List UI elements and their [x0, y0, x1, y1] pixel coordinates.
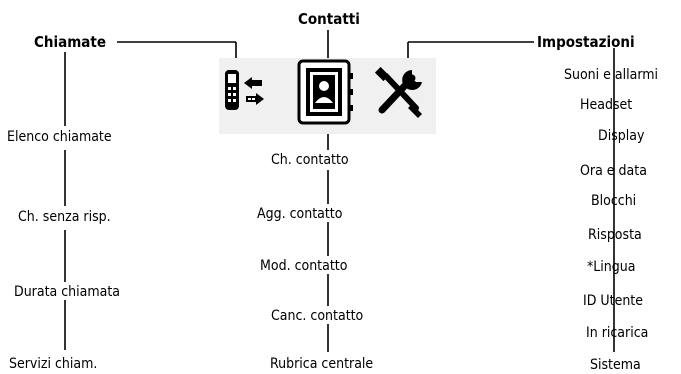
contact-book-icon[interactable] — [297, 59, 355, 131]
menu-item-id-utente[interactable]: ID Utente — [583, 293, 643, 309]
menu-item-suoni-e-allarmi[interactable]: Suoni e allarmi — [564, 67, 659, 83]
menu-item-lingua[interactable]: *Lingua — [587, 259, 636, 275]
chiamate-header: Chiamate — [34, 33, 107, 51]
menu-item-ora-e-data[interactable]: Ora e data — [580, 163, 647, 179]
menu-item-mod-contatto[interactable]: Mod. contatto — [260, 258, 348, 274]
menu-item-canc-contatto[interactable]: Canc. contatto — [271, 308, 364, 324]
menu-item-blocchi[interactable]: Blocchi — [591, 193, 637, 209]
menu-item-ch-contatto[interactable]: Ch. contatto — [271, 152, 349, 168]
menu-item-risposta[interactable]: Risposta — [588, 227, 642, 243]
menu-item-display[interactable]: Display — [598, 128, 645, 144]
menu-item-ch-senza-risp[interactable]: Ch. senza risp. — [18, 209, 111, 225]
impostazioni-header: Impostazioni — [537, 33, 635, 51]
menu-item-agg-contatto[interactable]: Agg. contatto — [257, 206, 343, 222]
contatti-header: Contatti — [298, 10, 360, 28]
wrench-screwdriver-icon[interactable] — [372, 64, 428, 124]
menu-item-rubrica-centrale[interactable]: Rubrica centrale — [270, 356, 374, 372]
menu-item-sistema[interactable]: Sistema — [590, 357, 641, 373]
menu-item-elenco-chiamate[interactable]: Elenco chiamate — [7, 129, 112, 145]
menu-item-durata-chiamata[interactable]: Durata chiamata — [14, 284, 120, 300]
menu-item-in-ricarica[interactable]: In ricarica — [586, 325, 649, 341]
menu-item-servizi-chiam[interactable]: Servizi chiam. — [9, 356, 98, 372]
phone-calls-icon[interactable] — [222, 65, 268, 121]
menu-item-headset[interactable]: Headset — [580, 97, 633, 113]
